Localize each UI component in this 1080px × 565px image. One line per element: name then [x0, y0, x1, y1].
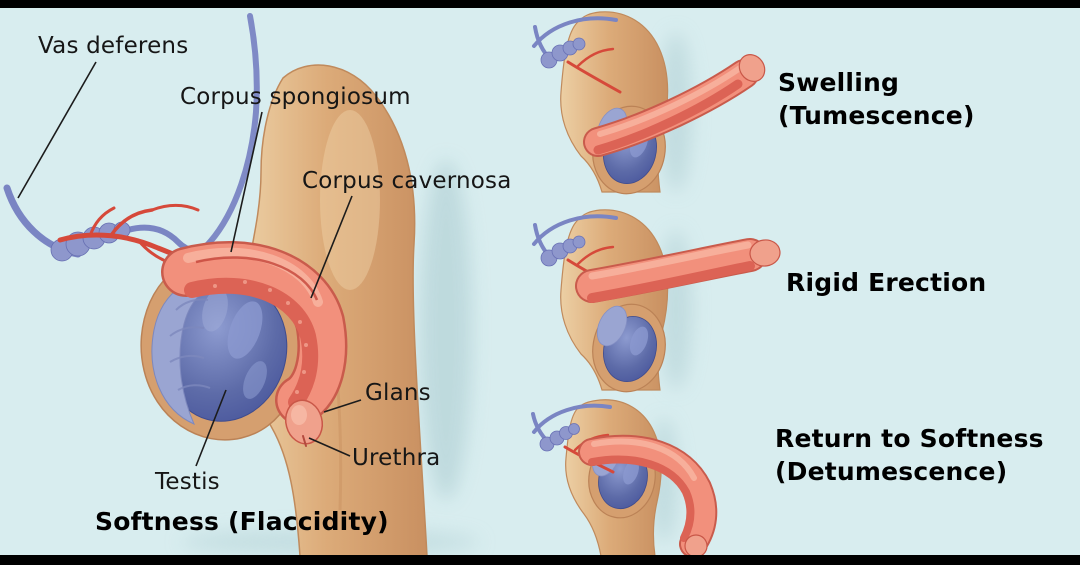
body-shadow — [420, 160, 472, 500]
label-corpus-spongiosum: Corpus spongiosum — [180, 84, 411, 110]
penis-tumescent — [583, 54, 766, 157]
phase-label-line: Rigid Erection — [786, 268, 987, 297]
phase-label-line: Return to Softness — [775, 424, 1044, 453]
leader-corpus-cavernosa — [310, 195, 353, 299]
title-softness-flaccidity: Softness (Flaccidity) — [95, 507, 389, 536]
label-testis: Testis — [155, 469, 220, 495]
phase-label-line: (Detumescence) — [775, 457, 1008, 486]
top-frame-bar — [0, 0, 1080, 8]
phase-label-line: Swelling — [778, 68, 900, 97]
phase-figure-tumescence — [534, 12, 766, 200]
label-vas-deferens: Vas deferens — [38, 33, 189, 59]
label-urethra: Urethra — [352, 445, 441, 471]
corpus-cavernosa — [163, 243, 345, 423]
phase-figure-detumescence — [531, 399, 718, 558]
glans — [749, 239, 781, 267]
penis-flaccid — [161, 241, 348, 447]
label-glans: Glans — [365, 380, 431, 406]
glans — [738, 54, 766, 82]
penis-detumescent — [578, 434, 718, 558]
epididymis — [151, 275, 233, 425]
bottom-frame-bar — [0, 555, 1080, 565]
corpus-spongiosum — [184, 277, 319, 410]
penis-erect — [575, 238, 781, 303]
phase-label-line: (Tumescence) — [778, 101, 975, 130]
main-anatomy-figure — [3, 13, 480, 557]
leader-lines — [17, 61, 362, 467]
label-corpus-cavernosa: Corpus cavernosa — [302, 168, 512, 194]
leader-urethra — [308, 437, 351, 457]
phase-figure-rigid — [534, 210, 781, 398]
leader-testis — [195, 389, 227, 467]
phase-label-rigid: Rigid Erection — [786, 266, 986, 299]
leader-glans — [323, 399, 362, 413]
leader-corpus-spongiosum — [230, 111, 263, 253]
leader-vas-deferens — [17, 61, 97, 199]
phase-label-tumescence: Swelling (Tumescence) — [778, 66, 975, 132]
glans — [684, 534, 708, 558]
urethra-opening — [302, 435, 307, 447]
phase-label-detumescence: Return to Softness (Detumescence) — [775, 422, 1044, 488]
